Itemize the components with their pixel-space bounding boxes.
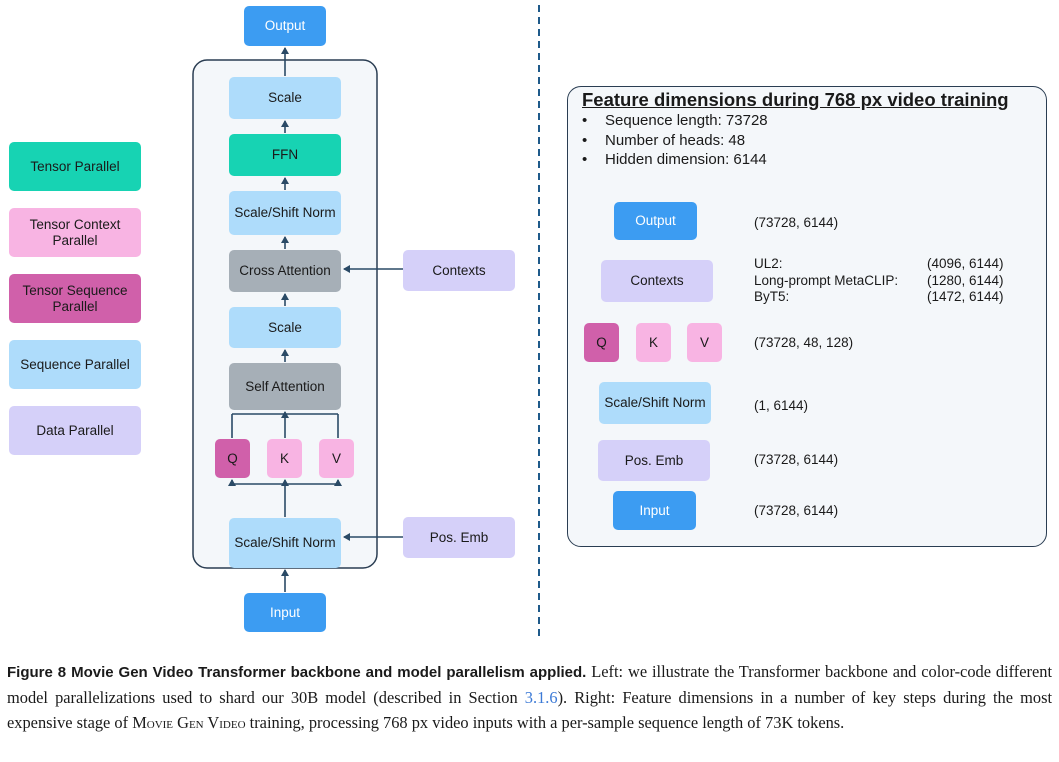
feat-input-dim: (73728, 6144)	[754, 503, 839, 518]
feat-v-label: V	[699, 334, 709, 350]
ctx-name-byt5: ByT5:	[754, 289, 790, 304]
feat-contexts-node: Contexts	[601, 260, 713, 302]
legend-data-parallel-label: Data Parallel	[36, 422, 114, 438]
output-node: Output	[244, 6, 326, 46]
ctx-dim-metaclip: (1280, 6144)	[927, 272, 1004, 288]
ctx-dim-ul2: (4096, 6144)	[927, 256, 1004, 271]
caption-model-name: Movie Gen Video	[132, 713, 246, 732]
ffn-node: FFN	[229, 134, 341, 176]
feat-output-label: Output	[635, 213, 676, 228]
feat-context-dims: (4096, 6144) (1280, 6144) (1472, 6144)	[927, 256, 1004, 306]
v-node: V	[319, 439, 354, 478]
bullet-sequence-length: Sequence length: 73728	[578, 111, 768, 131]
legend-tensor-sequence-parallel-label: Tensor Sequence Parallel	[22, 282, 128, 314]
caption-text-2: ). Right: Feature dimensions in a number…	[7, 688, 1052, 732]
feat-pos-emb-label: Pos. Emb	[624, 452, 684, 468]
feature-bullets: Sequence length: 73728 Number of heads: …	[578, 111, 768, 170]
scale-shift-norm-top-node: Scale/Shift Norm	[229, 191, 341, 235]
legend-sequence-parallel: Sequence Parallel	[9, 340, 141, 389]
feat-q-node: Q	[584, 323, 619, 362]
ffn-label: FFN	[271, 147, 299, 162]
contexts-node: Contexts	[403, 250, 515, 291]
scale-mid-node: Scale	[229, 307, 341, 348]
legend-tensor-context-parallel: Tensor Context Parallel	[9, 208, 141, 257]
scale-top-label: Scale	[268, 90, 302, 105]
q-node: Q	[215, 439, 250, 478]
legend-tensor-parallel-label: Tensor Parallel	[30, 158, 120, 174]
feat-input-label: Input	[639, 502, 670, 518]
feat-k-node: K	[636, 323, 671, 362]
pos-emb-node: Pos. Emb	[403, 517, 515, 558]
scale-top-node: Scale	[229, 77, 341, 119]
feat-output-node: Output	[614, 202, 697, 240]
self-attention-node: Self Attention	[229, 363, 341, 410]
feat-k-label: K	[648, 334, 658, 350]
input-label: Input	[269, 604, 301, 620]
feat-q-label: Q	[596, 334, 607, 350]
pos-emb-label: Pos. Emb	[429, 529, 489, 545]
legend-tensor-sequence-parallel: Tensor Sequence Parallel	[9, 274, 141, 323]
v-label: V	[331, 450, 341, 466]
feat-norm-label: Scale/Shift Norm	[604, 395, 706, 410]
legend-tensor-context-parallel-label: Tensor Context Parallel	[29, 216, 121, 248]
scale-mid-label: Scale	[268, 319, 302, 335]
feature-title: Feature dimensions during 768 px video t…	[582, 89, 1009, 110]
feat-input-node: Input	[613, 491, 696, 530]
section-ref-link[interactable]: 3.1.6	[524, 688, 558, 707]
caption-text-3: training, processing 768 px video inputs…	[249, 713, 845, 732]
k-label: K	[279, 450, 289, 466]
caption-text-1: Left: we illustrate the Transformer back…	[7, 662, 1052, 707]
feat-output-dim: (73728, 6144)	[754, 215, 839, 230]
input-node: Input	[244, 593, 326, 632]
scale-shift-norm-bottom-node: Scale/Shift Norm	[229, 518, 341, 568]
cross-attention-node: Cross Attention	[229, 250, 341, 292]
self-attention-label: Self Attention	[245, 378, 325, 394]
feat-v-node: V	[687, 323, 722, 362]
cross-attention-label: Cross Attention	[239, 263, 331, 278]
feat-pos-emb-node: Pos. Emb	[598, 440, 710, 481]
k-node: K	[267, 439, 302, 478]
q-label: Q	[227, 450, 238, 466]
legend-data-parallel: Data Parallel	[9, 406, 141, 455]
feat-context-names: UL2: Long-prompt MetaCLIP: ByT5:	[754, 256, 898, 306]
figure-caption: Figure 8 Movie Gen Video Transformer bac…	[7, 659, 1052, 735]
ctx-name-metaclip: Long-prompt MetaCLIP:	[754, 272, 899, 288]
feat-contexts-label: Contexts	[630, 273, 684, 288]
contexts-label: Contexts	[432, 262, 486, 278]
caption-label: Figure 8 Movie Gen Video Transformer bac…	[7, 664, 587, 681]
feat-norm-dim: (1, 6144)	[754, 398, 809, 413]
ctx-name-ul2: UL2:	[754, 256, 783, 271]
ctx-dim-byt5: (1472, 6144)	[927, 289, 1004, 304]
scale-shift-norm-bottom-label: Scale/Shift Norm	[234, 535, 336, 550]
legend-tensor-parallel: Tensor Parallel	[9, 142, 141, 191]
bullet-number-of-heads: Number of heads: 48	[578, 131, 768, 151]
bullet-hidden-dimension: Hidden dimension: 6144	[578, 150, 768, 170]
feat-qkv-dim: (73728, 48, 128)	[754, 335, 854, 350]
scale-shift-norm-top-label: Scale/Shift Norm	[234, 205, 336, 220]
output-label: Output	[264, 18, 306, 33]
legend-sequence-parallel-label: Sequence Parallel	[20, 356, 130, 372]
feat-norm-node: Scale/Shift Norm	[599, 382, 711, 424]
feat-pos-emb-dim: (73728, 6144)	[754, 452, 839, 467]
